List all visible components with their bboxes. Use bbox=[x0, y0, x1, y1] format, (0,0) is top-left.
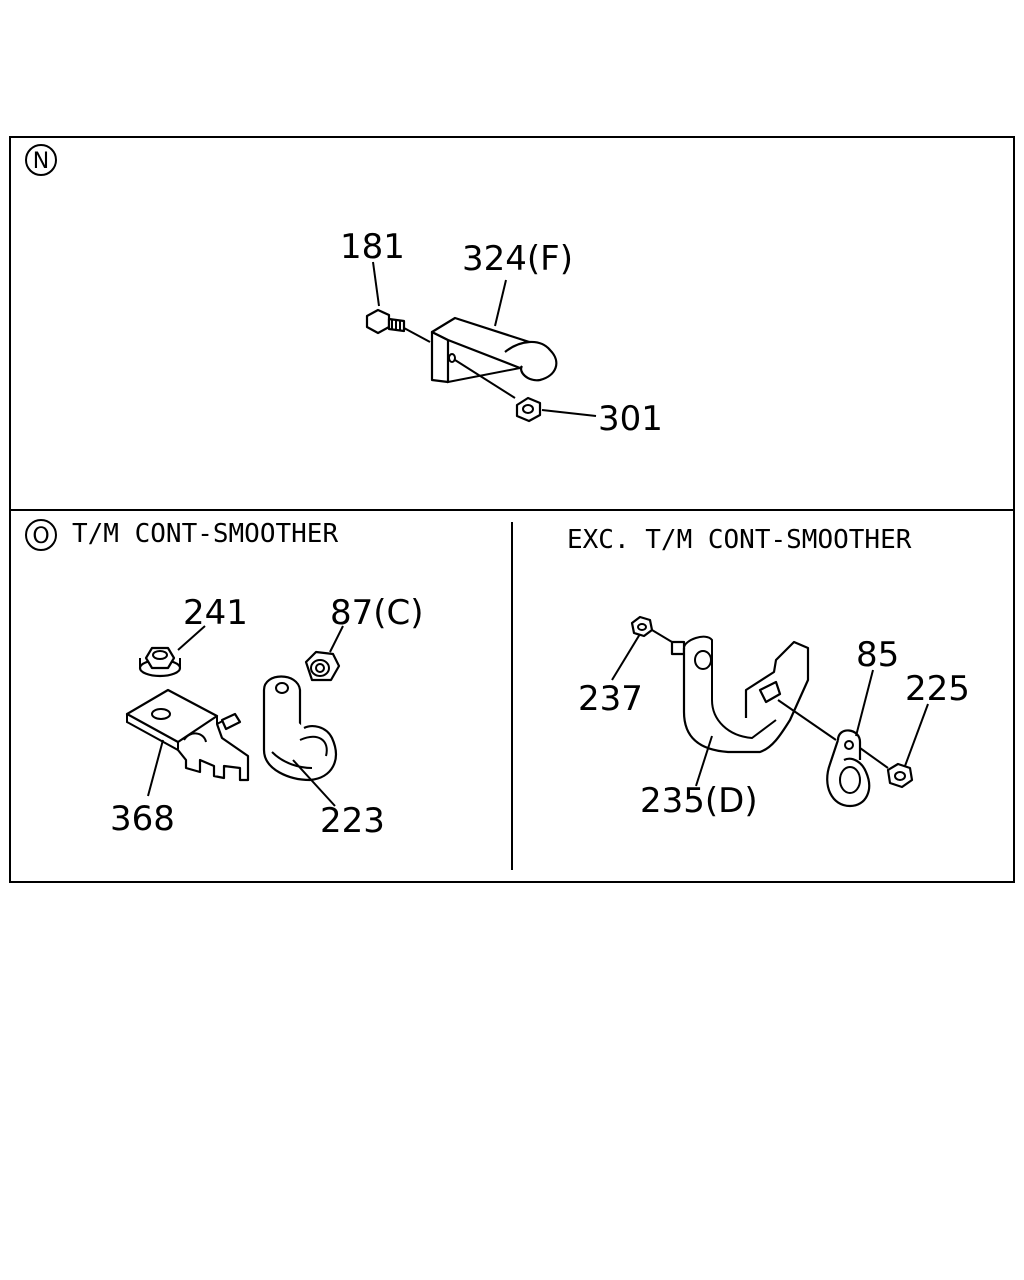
leader-87 bbox=[329, 625, 344, 653]
callout-368: 368 bbox=[110, 799, 175, 839]
section-o: O T/M CONT-SMOOTHER bbox=[25, 519, 424, 841]
leader-237 bbox=[611, 633, 641, 681]
clamp-85-part bbox=[826, 729, 889, 808]
leader-235 bbox=[695, 735, 713, 787]
leader-301 bbox=[541, 409, 597, 417]
callout-87c: 87(C) bbox=[330, 593, 424, 633]
bracket-324-part bbox=[430, 316, 558, 399]
callout-85: 85 bbox=[856, 635, 899, 675]
callout-324f: 324(F) bbox=[462, 239, 573, 279]
leader-223 bbox=[292, 759, 336, 807]
nut-87-part bbox=[304, 650, 341, 682]
bracket-368-part bbox=[125, 688, 250, 782]
callout-301: 301 bbox=[598, 399, 663, 439]
leader-225 bbox=[904, 703, 929, 767]
callout-225: 225 bbox=[905, 669, 970, 709]
callout-181: 181 bbox=[340, 227, 405, 267]
section-n: N 181 324(F) 301 bbox=[25, 144, 663, 439]
leader-181 bbox=[372, 261, 380, 307]
section-exc: EXC. T/M CONT-SMOOTHER bbox=[567, 525, 970, 821]
callout-223: 223 bbox=[320, 801, 385, 841]
bolt-181-part bbox=[365, 308, 431, 343]
leader-85 bbox=[855, 669, 874, 737]
leader-324 bbox=[494, 279, 507, 327]
section-o-title: T/M CONT-SMOOTHER bbox=[72, 519, 338, 549]
section-n-marker: N bbox=[25, 144, 57, 176]
nut-301-part bbox=[515, 396, 542, 423]
nut-225-part bbox=[886, 762, 914, 789]
callout-235d: 235(D) bbox=[640, 781, 758, 821]
nut-241-part bbox=[138, 646, 182, 678]
section-o-marker-letter: O bbox=[32, 524, 49, 549]
section-n-marker-letter: N bbox=[33, 149, 49, 174]
nut-237-part bbox=[630, 615, 673, 643]
section-o-marker: O bbox=[25, 519, 57, 551]
callout-241: 241 bbox=[183, 593, 248, 633]
leader-241 bbox=[177, 625, 206, 651]
section-exc-title: EXC. T/M CONT-SMOOTHER bbox=[567, 525, 912, 555]
callout-237: 237 bbox=[578, 679, 643, 719]
bracket-235-part bbox=[670, 635, 837, 754]
clip-223-part bbox=[262, 675, 337, 782]
leader-368 bbox=[147, 739, 164, 797]
